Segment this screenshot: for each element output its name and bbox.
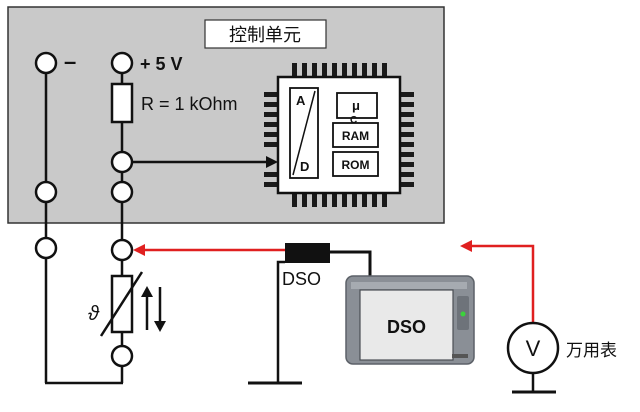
minus-label: – (64, 49, 76, 74)
voltmeter-symbol: V (526, 336, 541, 361)
control-unit-title: 控制单元 (229, 25, 301, 46)
signal-arrowhead (266, 156, 278, 168)
meter-arrowhead (460, 240, 472, 252)
plus5v-label: + 5 V (140, 54, 183, 74)
terminal-minus (34, 51, 58, 75)
terminal-right-2 (110, 180, 134, 204)
mcu-pins (264, 63, 414, 207)
temperature-symbol: ϑ (88, 303, 100, 325)
multimeter-label: 万用表 (566, 341, 617, 361)
probe-ground-wire (276, 260, 285, 383)
terminal-signal (110, 150, 134, 174)
ram-block (332, 122, 379, 148)
voltmeter (506, 321, 560, 375)
terminal-left-3 (34, 236, 58, 260)
ad-label-d: D (300, 159, 309, 174)
rom-label: ROM (342, 158, 370, 172)
terminal-bottom (110, 344, 134, 368)
resistor-label: R = 1 kOhm (141, 94, 238, 114)
terminal-left-2 (34, 180, 58, 204)
probe-body (285, 243, 330, 263)
dso-screen-label: DSO (387, 317, 426, 337)
meter-red-wire (472, 244, 535, 323)
ad-converter-slash (292, 90, 316, 176)
control-unit-title-box (204, 19, 327, 49)
terminal-right-3 (110, 238, 134, 262)
rom-block (332, 151, 379, 177)
probe-label: DSO (282, 269, 321, 289)
terminal-plus5v (110, 51, 134, 75)
thermistor-slash (99, 271, 144, 337)
micro-sub-label: C (350, 115, 357, 126)
ad-label-a: A (296, 93, 306, 108)
up-down-arrows-icon (141, 286, 166, 332)
resistor (110, 82, 134, 124)
micro-label: μ (352, 98, 360, 113)
microcontroller-block (336, 92, 378, 119)
red-arrowhead-left (133, 244, 145, 256)
ram-label: RAM (342, 129, 369, 143)
dso-device: DSO (345, 275, 475, 365)
